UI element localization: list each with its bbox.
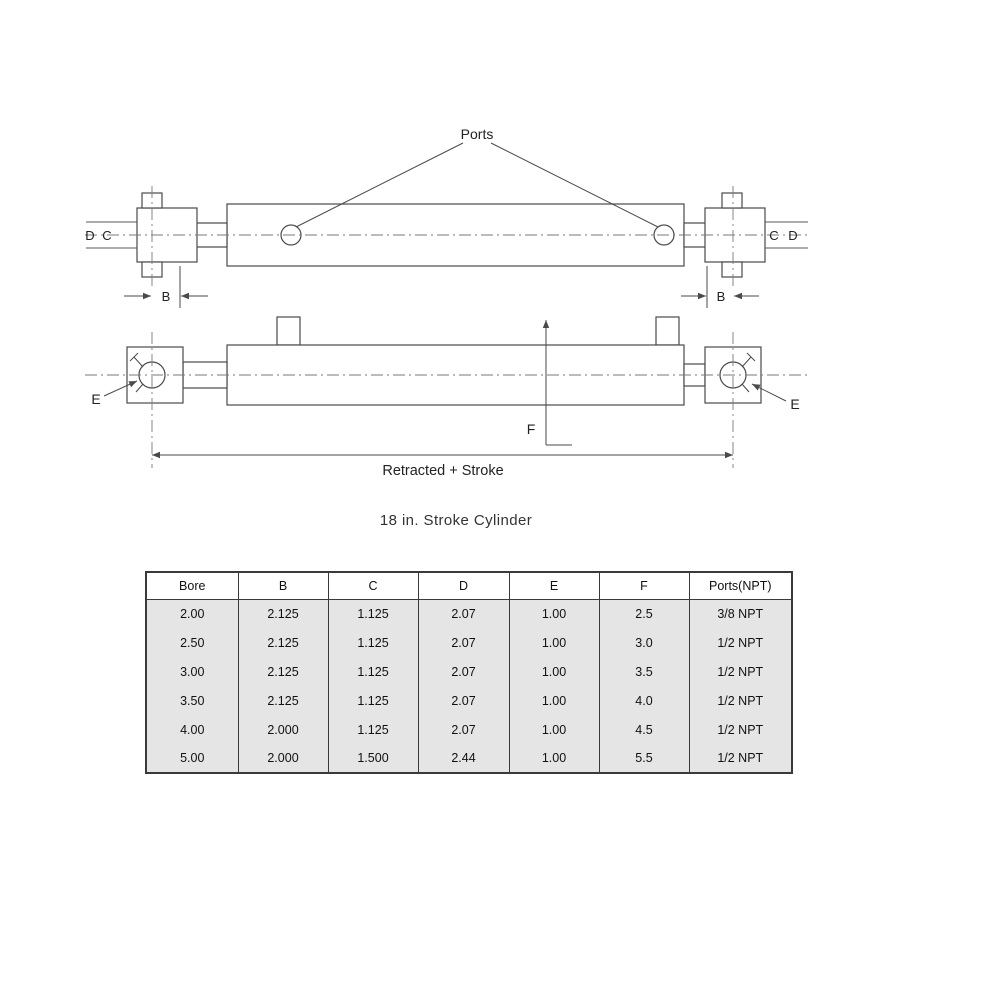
length-dim-label: Retracted + Stroke <box>382 463 503 479</box>
table-cell: 1.125 <box>327 599 419 628</box>
cylinder-diagram: Ports D C C D B B <box>85 126 808 479</box>
table-header-row: Bore B C D E F Ports(NPT) <box>145 571 793 600</box>
fitting-mark-left-3 <box>135 383 144 393</box>
table-cell: 1/2 NPT <box>688 744 793 773</box>
table-cell: 2.125 <box>237 628 329 657</box>
table-cell: 1.00 <box>508 657 600 686</box>
table-cell: 2.125 <box>237 599 329 628</box>
table-cell: 3.00 <box>145 657 239 686</box>
table-cell: 1.125 <box>327 657 419 686</box>
table-cell: 2.44 <box>417 744 510 773</box>
fitting-mark-right-1 <box>741 356 752 368</box>
table-cell: 1.125 <box>327 715 419 744</box>
table-cell: 2.07 <box>417 657 510 686</box>
dimension-table: Bore B C D E F Ports(NPT) 2.00 2.125 1.1… <box>145 571 793 774</box>
table-row: 4.00 2.000 1.125 2.07 1.00 4.5 1/2 NPT <box>145 715 793 744</box>
top-view: Ports D C C D B B <box>85 126 808 308</box>
table-cell: 1/2 NPT <box>688 657 793 686</box>
table-cell: 4.0 <box>598 686 690 715</box>
ports-leader-left <box>295 142 464 228</box>
table-cell: 1.00 <box>508 599 600 628</box>
table-cell: 5.00 <box>145 744 239 773</box>
port-boss-right <box>655 316 680 346</box>
header-cell-e: E <box>508 571 600 600</box>
table-cell: 3.50 <box>145 686 239 715</box>
header-cell-c: C <box>327 571 419 600</box>
table-cell: 1.00 <box>508 686 600 715</box>
table-cell: 2.50 <box>145 628 239 657</box>
table-cell: 1/2 NPT <box>688 715 793 744</box>
table-row: 3.00 2.125 1.125 2.07 1.00 3.5 1/2 NPT <box>145 657 793 686</box>
dim-label-e-right: E <box>790 396 799 412</box>
dim-label-f: F <box>527 421 536 437</box>
table-cell: 2.000 <box>237 744 329 773</box>
table-cell: 2.07 <box>417 715 510 744</box>
dim-label-c-right: C <box>769 228 778 243</box>
table-cell: 2.125 <box>237 657 329 686</box>
header-cell-ports: Ports(NPT) <box>688 571 793 600</box>
table-cell: 2.07 <box>417 686 510 715</box>
ports-label: Ports <box>461 126 494 142</box>
table-cell: 4.5 <box>598 715 690 744</box>
table-row: 3.50 2.125 1.125 2.07 1.00 4.0 1/2 NPT <box>145 686 793 715</box>
table-cell: 1.125 <box>327 628 419 657</box>
e-leader-left <box>103 380 138 397</box>
port-boss-left <box>276 316 301 346</box>
table-cell: 3.5 <box>598 657 690 686</box>
dim-label-d-left: D <box>85 228 94 243</box>
side-view: E E F Retracted + Stroke <box>85 316 808 479</box>
table-cell: 2.07 <box>417 628 510 657</box>
dim-label-c-left: C <box>102 228 111 243</box>
table-cell: 4.00 <box>145 715 239 744</box>
dim-label-b-left: B <box>162 289 171 304</box>
table-cell: 2.5 <box>598 599 690 628</box>
table-cell: 1.00 <box>508 715 600 744</box>
header-cell-bore: Bore <box>145 571 239 600</box>
table-cell: 3.0 <box>598 628 690 657</box>
fitting-mark-right-3 <box>741 383 750 393</box>
table-cell: 1.00 <box>508 628 600 657</box>
table-row: 2.00 2.125 1.125 2.07 1.00 2.5 3/8 NPT <box>145 599 793 628</box>
table-row: 2.50 2.125 1.125 2.07 1.00 3.0 1/2 NPT <box>145 628 793 657</box>
clevis-pin-cap-right-bottom <box>721 261 743 278</box>
table-cell: 2.000 <box>237 715 329 744</box>
table-cell: 1.125 <box>327 686 419 715</box>
table-cell: 2.125 <box>237 686 329 715</box>
dim-label-e-left: E <box>91 391 100 407</box>
dim-label-b-right: B <box>717 289 726 304</box>
table-cell: 5.5 <box>598 744 690 773</box>
table-cell: 1.500 <box>327 744 419 773</box>
fitting-mark-left-2 <box>129 352 139 362</box>
ports-leader-right <box>490 142 659 228</box>
e-leader-right <box>751 383 787 402</box>
table-row: 5.00 2.000 1.500 2.44 1.00 5.5 1/2 NPT <box>145 744 793 773</box>
fitting-mark-left-1 <box>133 356 144 368</box>
header-cell-f: F <box>598 571 690 600</box>
table-cell: 1/2 NPT <box>688 628 793 657</box>
dim-label-d-right: D <box>788 228 797 243</box>
table-cell: 2.07 <box>417 599 510 628</box>
figure-caption: 18 in. Stroke Cylinder <box>379 512 533 529</box>
clevis-pin-cap-right-top <box>721 192 743 209</box>
table-cell: 2.00 <box>145 599 239 628</box>
header-cell-b: B <box>237 571 329 600</box>
table-cell: 1/2 NPT <box>688 686 793 715</box>
table-cell: 1.00 <box>508 744 600 773</box>
header-cell-d: D <box>417 571 510 600</box>
fitting-mark-right-2 <box>746 352 756 362</box>
table-cell: 3/8 NPT <box>688 599 793 628</box>
